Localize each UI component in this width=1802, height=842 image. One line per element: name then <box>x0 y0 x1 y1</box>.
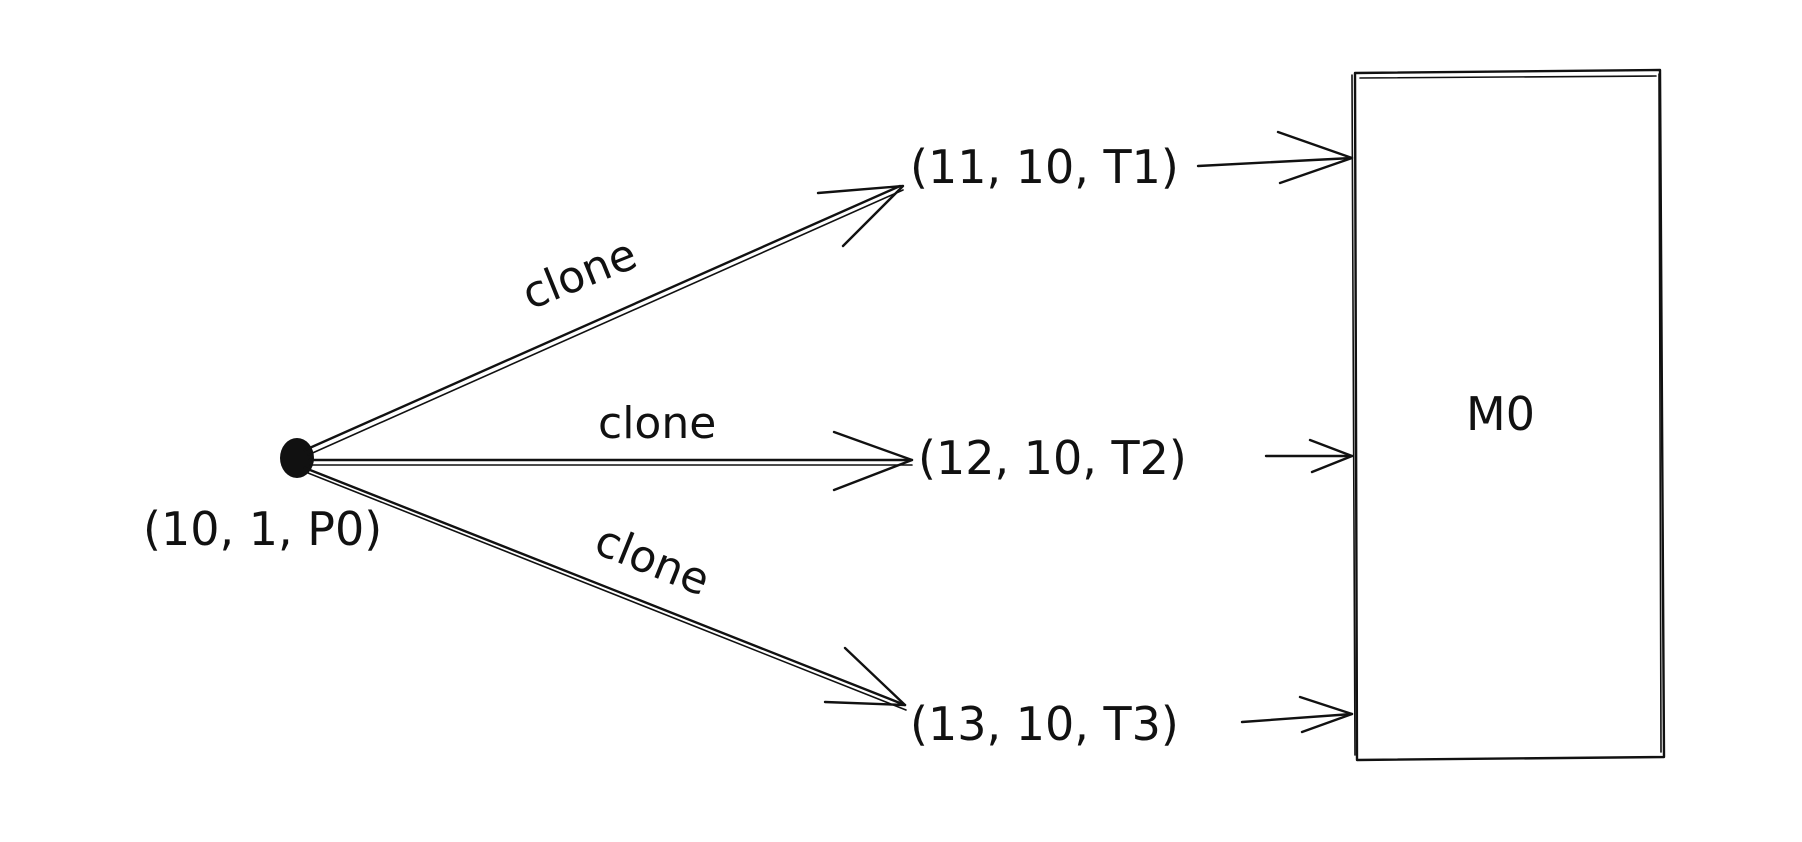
arrow-head-t2-memory <box>1308 438 1354 474</box>
edge-arrowhead-t3 <box>823 646 907 707</box>
thread-label-t1: (11, 10, T1) <box>910 140 1179 194</box>
arrow-line-t1-memory <box>1196 156 1354 168</box>
memory-label: M0 <box>1466 387 1535 441</box>
edge-line-t1 <box>303 184 902 452</box>
edge-line-t3 <box>303 466 907 707</box>
edge-label-t1: clone <box>515 229 644 321</box>
memory-box-sketch <box>1351 73 1662 756</box>
thread-label-t2: (12, 10, T2) <box>918 431 1187 485</box>
arrow-line-t3-memory <box>1240 712 1354 724</box>
source-label: (10, 1, P0) <box>143 502 382 556</box>
thread-label-t3: (13, 10, T3) <box>910 697 1179 751</box>
edge-line-t1-double <box>307 189 904 456</box>
arrow-t2-to-memory <box>1264 438 1354 474</box>
edge-label-t2: clone <box>598 398 716 449</box>
edge-label-t3: clone <box>588 515 717 607</box>
edge-clone-t3: clone <box>303 466 907 711</box>
source-dot <box>280 438 314 478</box>
arrow-t1-to-memory <box>1196 130 1354 185</box>
memory-box: M0 <box>1351 68 1666 762</box>
source-node: (10, 1, P0) <box>143 438 382 556</box>
edge-arrowhead-t2 <box>832 430 914 492</box>
edge-arrowhead-t1 <box>816 184 905 248</box>
arrow-t3-to-memory <box>1240 695 1354 734</box>
memory-box-outline <box>1353 68 1666 762</box>
edge-clone-t2: clone <box>308 398 914 492</box>
edge-line-t3-double <box>307 472 907 711</box>
arrow-head-t3-memory <box>1298 695 1354 734</box>
